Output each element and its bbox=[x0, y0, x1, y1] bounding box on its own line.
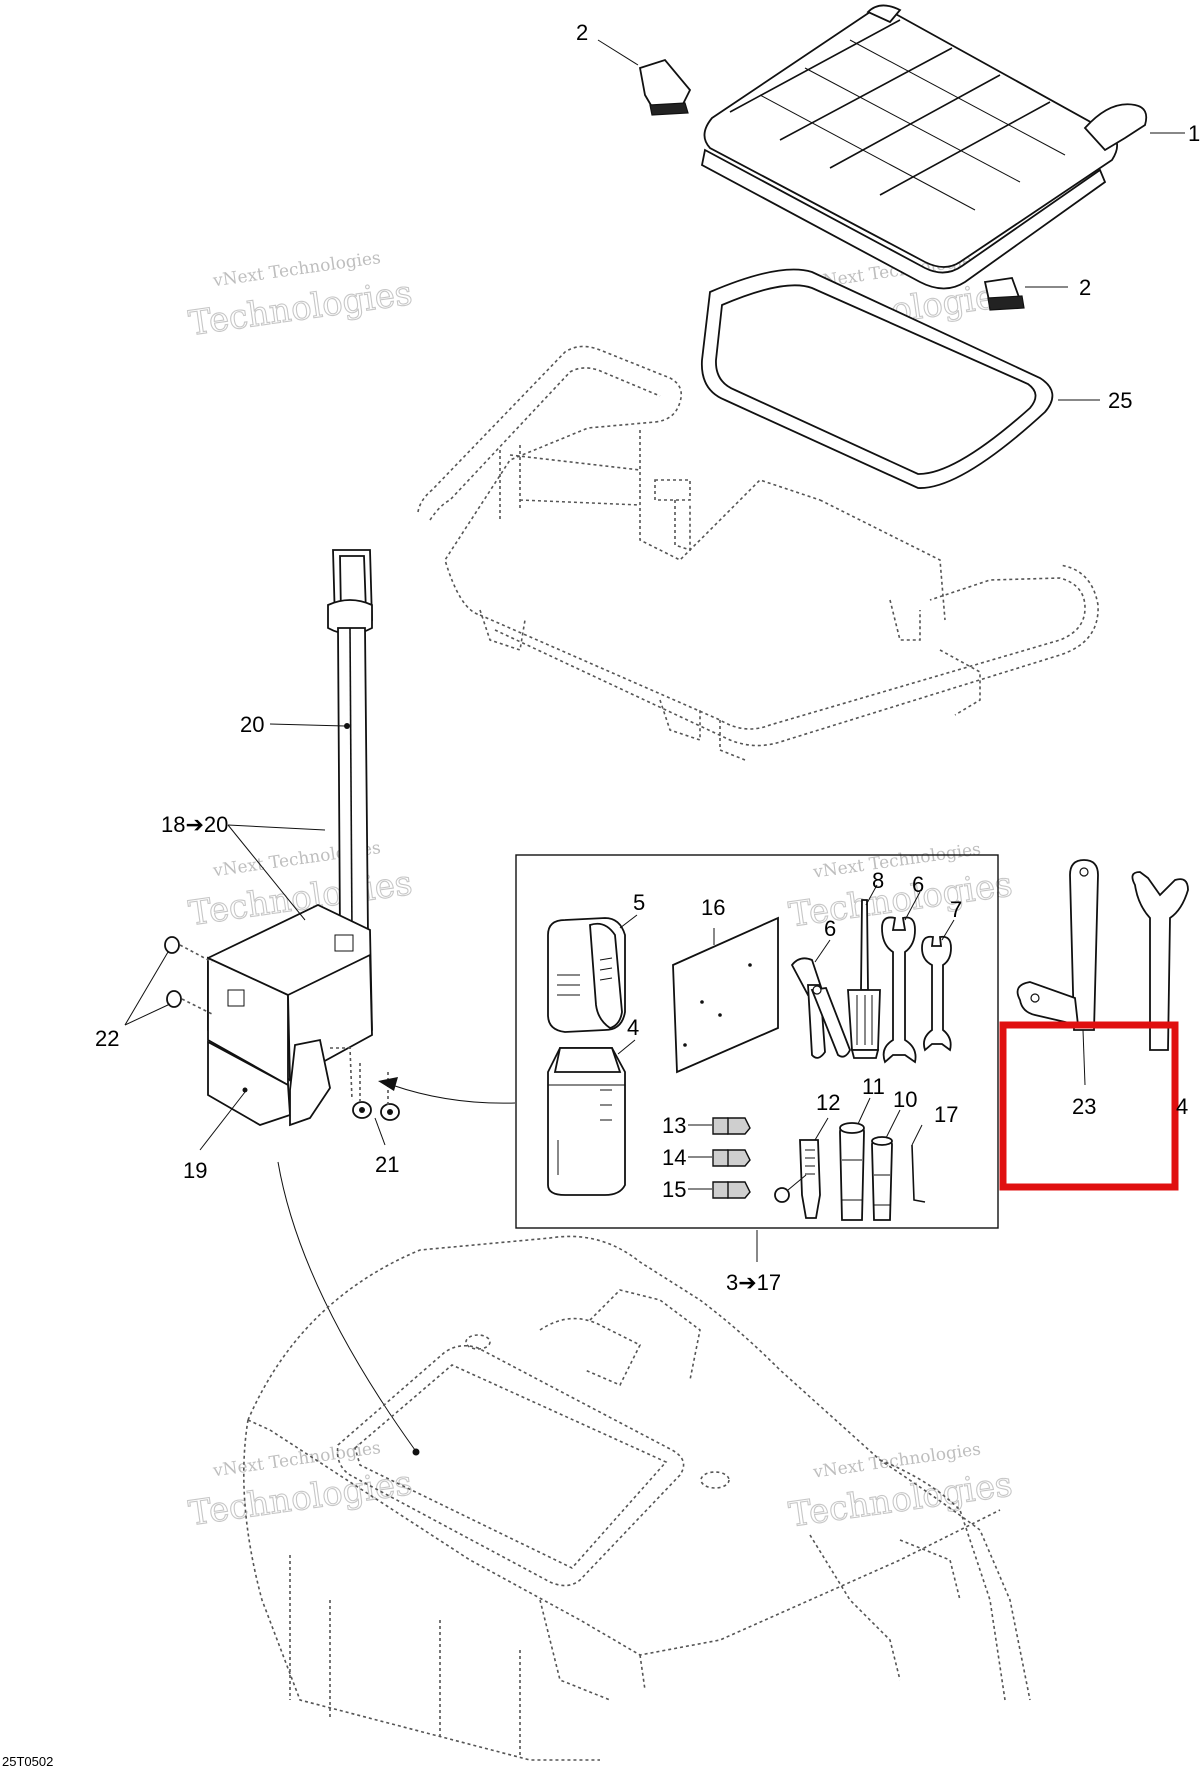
watermark-5: vNext Technologies Technologies bbox=[186, 1438, 416, 1535]
leader-2a bbox=[597, 39, 639, 66]
washer-part bbox=[164, 936, 213, 1015]
callout-2-top: 2 bbox=[576, 20, 588, 45]
leader-18b bbox=[227, 824, 306, 921]
callout-11: 11 bbox=[862, 1074, 885, 1099]
callout-5: 5 bbox=[633, 890, 645, 915]
manual-card-part bbox=[672, 916, 779, 1074]
leader-21 bbox=[374, 1117, 386, 1146]
leader-6b bbox=[904, 891, 921, 921]
callout-4-kit: 4 bbox=[627, 1015, 639, 1040]
gasket-part bbox=[701, 268, 1054, 489]
kit-arrow-head bbox=[378, 1077, 398, 1091]
highlight-box-23 bbox=[999, 1021, 1179, 1191]
fuse-part-15 bbox=[688, 1181, 751, 1199]
leader-23 bbox=[1082, 1029, 1086, 1086]
holder-to-fender-line bbox=[277, 1161, 416, 1451]
callout-17: 17 bbox=[934, 1102, 958, 1127]
callout-3-17: 3➔17 bbox=[726, 1270, 781, 1295]
callout-21: 21 bbox=[375, 1152, 399, 1177]
fender-dot bbox=[412, 1448, 420, 1456]
callout-2-right: 2 bbox=[1079, 275, 1091, 300]
socket-tube-small-part bbox=[871, 1136, 893, 1221]
callout-10: 10 bbox=[893, 1087, 917, 1112]
callout-22: 22 bbox=[95, 1026, 119, 1051]
leader-22a bbox=[124, 951, 169, 1026]
leader-12 bbox=[814, 1117, 829, 1141]
callout-18-20: 18➔20 bbox=[161, 812, 228, 837]
leader-6a bbox=[814, 939, 831, 963]
diagram-code: 25T0502 bbox=[2, 1754, 53, 1769]
wrench-small-part bbox=[921, 935, 952, 1052]
rack-frame-outline bbox=[417, 345, 1099, 761]
callout-13: 13 bbox=[662, 1113, 686, 1138]
leader-10 bbox=[885, 1109, 901, 1139]
leader-7 bbox=[941, 919, 955, 941]
tool-case-lid-part bbox=[547, 917, 626, 1033]
callout-7: 7 bbox=[950, 897, 962, 922]
leader-22b bbox=[124, 1003, 171, 1026]
callout-19: 19 bbox=[183, 1158, 207, 1183]
leader-19 bbox=[199, 1091, 246, 1151]
leader-17 bbox=[911, 1124, 923, 1146]
callout-12: 12 bbox=[816, 1090, 840, 1115]
leader-20-dot bbox=[344, 723, 350, 729]
screw-part bbox=[352, 1060, 400, 1121]
spark-tool-part bbox=[774, 1139, 821, 1219]
callout-16: 16 bbox=[701, 895, 725, 920]
kit-arrow bbox=[391, 1084, 516, 1104]
leader-18a bbox=[227, 824, 326, 831]
watermark-1: vNext Technologies Technologies bbox=[186, 248, 416, 345]
seat-cover-part bbox=[700, 4, 1148, 290]
leader-4a bbox=[617, 1039, 636, 1055]
leader-8 bbox=[865, 884, 878, 906]
callout-25: 25 bbox=[1108, 388, 1132, 413]
socket-tube-large-part bbox=[839, 1122, 865, 1221]
spanner-part bbox=[1016, 859, 1099, 1031]
callout-20: 20 bbox=[240, 712, 264, 737]
leader-5 bbox=[619, 914, 638, 929]
fuse-part-13 bbox=[688, 1117, 751, 1135]
callout-14: 14 bbox=[662, 1145, 686, 1170]
callout-6-wrench: 6 bbox=[912, 872, 924, 897]
clip-part-top bbox=[638, 58, 692, 116]
tool-kit-box bbox=[515, 854, 999, 1229]
screwdriver-part bbox=[847, 899, 881, 1059]
clip-part-right bbox=[983, 277, 1025, 311]
wrench-large-part bbox=[881, 916, 917, 1064]
watermark-4: vNext Technologies Technologies bbox=[786, 839, 1016, 936]
fender-outline bbox=[243, 1235, 1031, 1761]
leader-11 bbox=[857, 1097, 871, 1125]
tool-case-body-part bbox=[547, 1047, 626, 1196]
allen-key-part bbox=[911, 1144, 926, 1203]
fuse-part-14 bbox=[688, 1149, 751, 1167]
tool-holder-part bbox=[207, 904, 373, 1127]
callout-23: 23 bbox=[1072, 1094, 1096, 1119]
callout-15: 15 bbox=[662, 1177, 686, 1202]
spanner-wrench-part bbox=[1131, 871, 1189, 1051]
pliers-part bbox=[790, 957, 851, 1059]
callout-4-right: 4 bbox=[1176, 1094, 1188, 1119]
leader-20 bbox=[269, 723, 346, 727]
callout-6-pliers: 6 bbox=[824, 916, 836, 941]
callout-1: 1 bbox=[1188, 121, 1200, 146]
strap-part bbox=[327, 549, 373, 936]
callout-8: 8 bbox=[872, 868, 884, 893]
